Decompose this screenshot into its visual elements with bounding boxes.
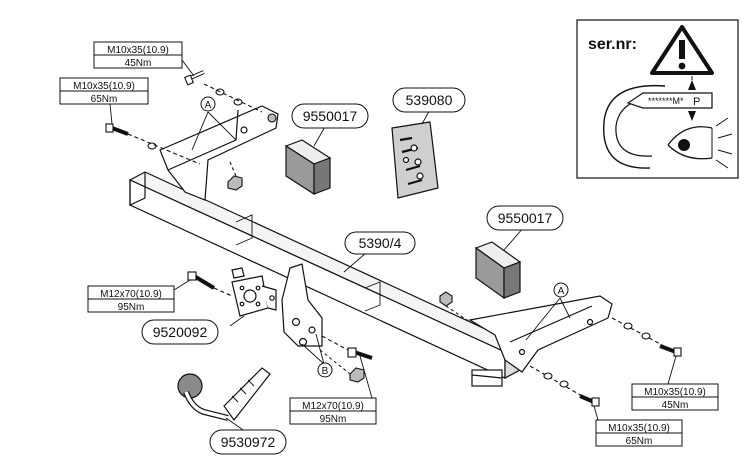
electric-kit-left-box xyxy=(284,139,332,196)
callout-a-right: A xyxy=(553,282,569,298)
bolt-spec-right-b: M10x35(10.9) 65Nm xyxy=(595,419,683,447)
tow-ball-drawing xyxy=(177,367,271,422)
svg-text:B: B xyxy=(322,366,329,377)
warning-triangle-icon xyxy=(650,25,714,75)
right-bracket xyxy=(468,295,613,373)
bolt-kit-drawing xyxy=(391,121,439,199)
bolt-spec-top-b: M10x35(10.9) 65Nm xyxy=(59,77,149,105)
part-label-bolt-kit: 539080 xyxy=(392,87,466,113)
svg-text:65Nm: 65Nm xyxy=(91,94,118,105)
bolt-spec-left-m12: M12x70(10.9) 95Nm xyxy=(87,285,175,313)
svg-text:45Nm: 45Nm xyxy=(125,58,152,69)
bolt-spec-right-a: M10x35(10.9) 45Nm xyxy=(631,383,719,411)
part-label-socket-plate: 9520092 xyxy=(141,319,219,345)
svg-text:M10x35(10.9): M10x35(10.9) xyxy=(73,81,135,92)
part-label-cross-bar: 5390/4 xyxy=(344,231,416,255)
left-bracket xyxy=(159,105,279,201)
bolt-spec-center-m12: M12x70(10.9) 95Nm xyxy=(289,397,377,425)
svg-text:9550017: 9550017 xyxy=(498,210,553,226)
svg-text:95Nm: 95Nm xyxy=(118,302,145,313)
center-plate xyxy=(281,263,323,347)
part-label-electric-kit-right: 9550017 xyxy=(486,205,564,231)
serial-plate-letter: P xyxy=(693,96,700,108)
part-label-tow-ball: 9530972 xyxy=(209,429,287,455)
fasteners xyxy=(105,70,682,407)
svg-text:M12x70(10.9): M12x70(10.9) xyxy=(302,401,364,412)
bolt-spec-top-a: M10x35(10.9) 45Nm xyxy=(93,41,183,69)
svg-text:65Nm: 65Nm xyxy=(626,436,653,447)
callout-a-left: A xyxy=(200,96,216,112)
svg-text:A: A xyxy=(205,100,212,111)
svg-text:45Nm: 45Nm xyxy=(662,400,689,411)
part-label-electric-kit-left: 9550017 xyxy=(291,103,369,129)
svg-text:539080: 539080 xyxy=(406,92,453,108)
svg-text:9520092: 9520092 xyxy=(153,324,208,340)
callout-b: B xyxy=(317,362,333,378)
svg-text:M10x35(10.9): M10x35(10.9) xyxy=(107,45,169,56)
leader-lines xyxy=(109,59,677,433)
svg-text:9550017: 9550017 xyxy=(303,108,358,124)
eye-icon xyxy=(667,117,733,169)
svg-text:M12x70(10.9): M12x70(10.9) xyxy=(100,289,162,300)
serial-plate-text: *******M* xyxy=(648,96,684,106)
svg-text:A: A xyxy=(558,286,565,297)
socket-plate-drawing xyxy=(231,267,277,317)
svg-text:9530972: 9530972 xyxy=(221,434,276,450)
svg-text:M10x35(10.9): M10x35(10.9) xyxy=(608,423,670,434)
serial-plate: *******M* P xyxy=(626,76,713,121)
svg-text:M10x35(10.9): M10x35(10.9) xyxy=(644,387,706,398)
svg-text:95Nm: 95Nm xyxy=(320,414,347,425)
towbar-outline xyxy=(603,84,666,169)
warning-panel-title: ser.nr: xyxy=(588,36,637,53)
svg-text:5390/4: 5390/4 xyxy=(359,235,402,251)
electric-kit-right-box xyxy=(474,241,522,300)
warning-panel: ser.nr: *******M* P xyxy=(576,19,739,179)
